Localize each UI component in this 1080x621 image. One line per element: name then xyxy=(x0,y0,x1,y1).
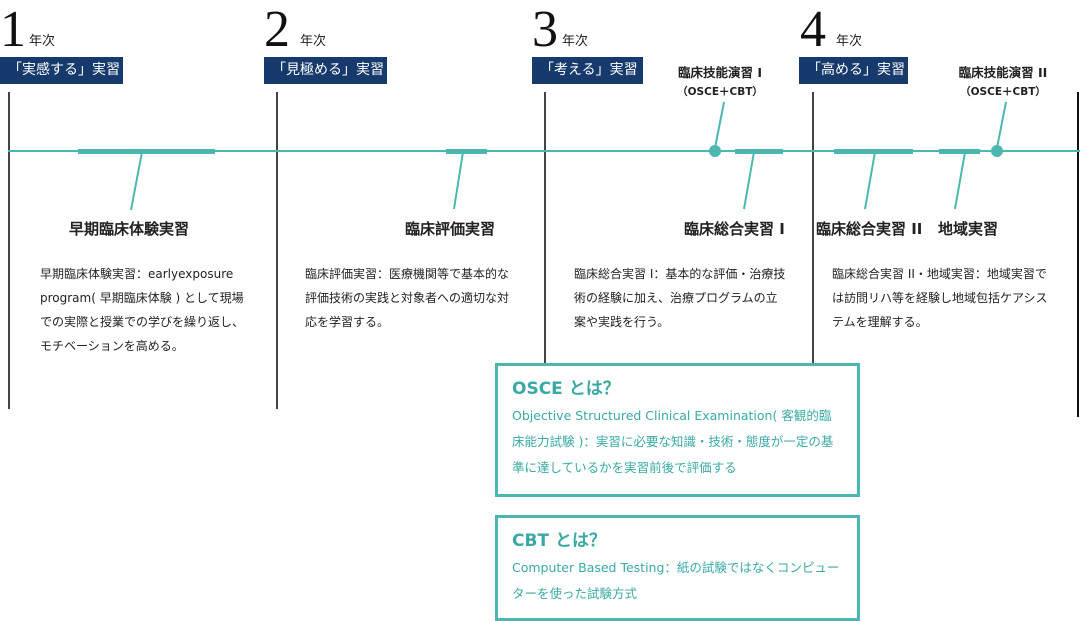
year-1-badge: 「実感する」実習 xyxy=(0,57,123,84)
year-3-number: 3 xyxy=(532,1,558,58)
osce-info-body: Objective Structured Clinical Examinatio… xyxy=(512,408,834,475)
program-bar-evaluation xyxy=(446,149,487,154)
osce-info-title: OSCE とは？ xyxy=(512,379,620,399)
year-3-suffix: 年次 xyxy=(562,34,589,49)
description-year-4: 臨床総合実習 II・地域実習：地域実習では訪問リハ等を経験し地域包括ケアシステム… xyxy=(832,267,1048,329)
osce-info-box: OSCE とは？ Objective Structured Clinical E… xyxy=(495,363,860,497)
year-1-suffix: 年次 xyxy=(29,34,56,49)
year-4-divider xyxy=(812,92,814,363)
cbt-info-title: CBT とは？ xyxy=(512,531,606,551)
program-bar-comprehensive-1 xyxy=(735,149,783,154)
description-year-3: 臨床総合実習 I：基本的な評価・治療技術の経験に加え、治療プログラムの立案や実践… xyxy=(574,267,786,329)
year-2-number: 2 xyxy=(264,1,290,58)
program-label-comprehensive-2: 臨床総合実習 II xyxy=(816,220,923,238)
skill-exam-2-title: 臨床技能演習 II xyxy=(958,65,1048,80)
program-bar-community xyxy=(939,149,980,154)
program-label-community: 地域実習 xyxy=(938,220,999,238)
year-2-badge: 「見極める」実習 xyxy=(264,57,387,84)
year-1-divider xyxy=(8,92,10,409)
year-4-suffix: 年次 xyxy=(836,34,863,49)
program-label-comprehensive-1: 臨床総合実習 I xyxy=(684,220,785,238)
skill-exam-2-sub: （OSCE＋CBT） xyxy=(960,86,1046,98)
year-3-badge: 「考える」実習 xyxy=(532,57,643,84)
program-bar-early xyxy=(78,149,215,154)
cbt-info-box: CBT とは？ Computer Based Testing：紙の試験ではなくコ… xyxy=(495,515,860,621)
skill-exam-1-title: 臨床技能演習 I xyxy=(677,65,762,80)
skill-exam-2: 臨床技能演習 II （OSCE＋CBT） xyxy=(943,62,1063,99)
year-2-divider xyxy=(276,92,278,409)
program-label-early: 早期臨床体験実習 xyxy=(69,220,190,238)
year-1-number: 1 xyxy=(0,1,26,58)
cbt-info-body: Computer Based Testing：紙の試験ではなくコンピューターを使… xyxy=(512,560,840,601)
description-year-2: 臨床評価実習：医療機関等で基本的な評価技術の実践と対象者への適切な対応を学習する… xyxy=(305,267,510,329)
timeline-axis xyxy=(8,150,1080,152)
program-bar-comprehensive-2 xyxy=(834,149,913,154)
end-divider xyxy=(1077,92,1079,417)
description-year-1: 早期臨床体験実習：earlyexposure program( 早期臨床体験 )… xyxy=(40,267,245,353)
skill-exam-1-sub: （OSCE＋CBT） xyxy=(677,86,763,98)
skill-exam-2-dot xyxy=(991,145,1003,157)
year-2-suffix: 年次 xyxy=(300,34,327,49)
year-3-divider xyxy=(544,92,546,363)
year-4-number: 4 xyxy=(800,1,826,58)
skill-exam-1: 臨床技能演習 I （OSCE＋CBT） xyxy=(660,62,780,99)
skill-exam-1-dot xyxy=(709,145,721,157)
year-4-badge: 「高める」実習 xyxy=(799,57,908,84)
program-label-evaluation: 臨床評価実習 xyxy=(405,220,496,238)
